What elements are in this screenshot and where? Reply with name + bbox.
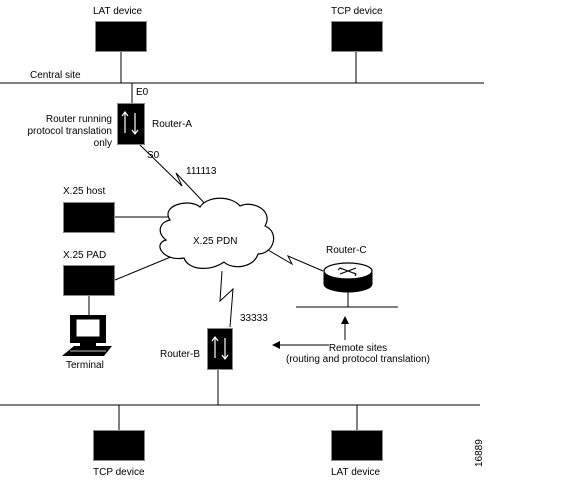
tcp-device-bottom-label: TCP device — [93, 467, 145, 478]
tcp-device-top — [331, 21, 383, 52]
e0-label: E0 — [136, 87, 149, 98]
remote-sites-line-2: (routing and protocol translation) — [286, 354, 430, 365]
x25-host-label: X.25 host — [63, 186, 105, 197]
router-c-icon — [323, 262, 373, 293]
addr-111113-label: 111113 — [186, 166, 217, 177]
terminal-icon — [62, 315, 112, 356]
tcp-device-bottom — [93, 430, 145, 461]
lat-device-bottom — [331, 430, 383, 461]
central-site-label: Central site — [30, 70, 81, 81]
serial-link-router-c — [267, 249, 324, 272]
x25-pad-label: X.25 PAD — [63, 250, 106, 261]
router-b-icon — [207, 328, 233, 370]
router-running-line-3: only — [94, 138, 112, 149]
router-a-label: Router-A — [152, 119, 192, 130]
terminal-label: Terminal — [66, 360, 104, 371]
router-a-icon — [117, 103, 145, 145]
serial-link-router-a — [139, 144, 211, 210]
addr-33333-label: 33333 — [240, 313, 268, 324]
lat-device-top — [95, 21, 147, 52]
router-b-label: Router-B — [160, 349, 200, 360]
x25-pdn-label: X.25 PDN — [193, 236, 237, 247]
x25-pdn-cloud — [159, 197, 275, 269]
router-running-line-1: Router running — [46, 114, 112, 125]
s0-label: S0 — [147, 150, 160, 161]
router-running-line-2: protocol translation — [28, 126, 113, 137]
tcp-device-top-label: TCP device — [331, 6, 383, 17]
lat-device-bottom-label: LAT device — [331, 467, 381, 478]
router-c-label: Router-C — [326, 245, 367, 256]
figure-id: 16889 — [474, 439, 485, 467]
serial-link-router-b — [219, 270, 234, 328]
x25-host-device — [63, 202, 115, 233]
remote-sites-line-1: Remote sites — [329, 343, 387, 354]
x25-pad-device — [63, 265, 115, 296]
lat-device-top-label: LAT device — [93, 6, 143, 17]
